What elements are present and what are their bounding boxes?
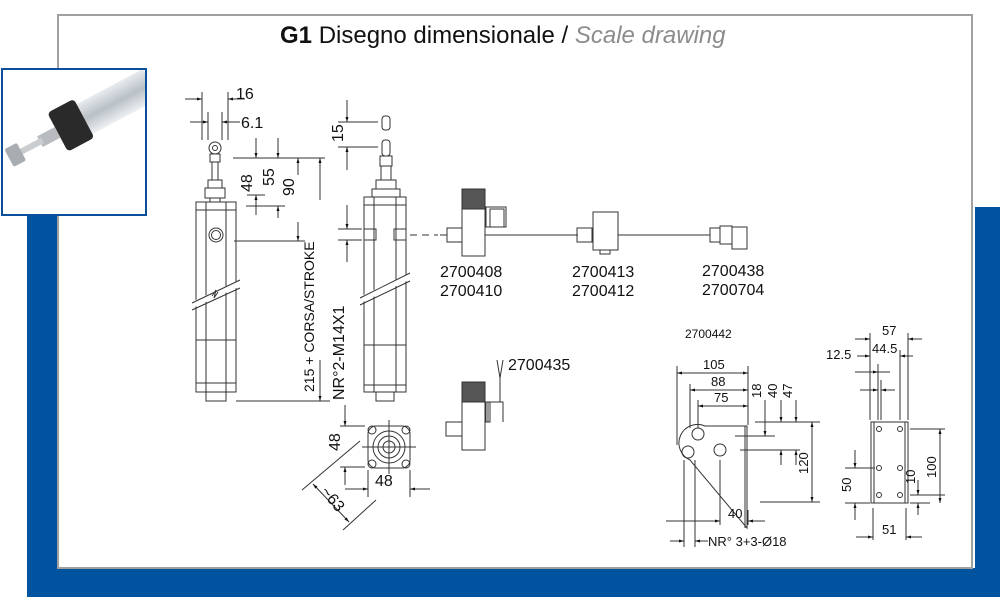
frame-bottom-bar [27,568,1000,597]
sensor1-code-a: 2700408 [440,264,502,281]
sensor3-code-b: 2700704 [702,282,764,299]
title-italian: Disegno dimensionale / [318,22,569,49]
title-english: Scale drawing [574,22,726,49]
front-dim-51: 51 [882,522,896,537]
end-dim-63: ~63 [317,484,348,516]
front-dim-10: 10 [903,470,918,484]
front-dim-57: 57 [882,323,896,338]
sensor-chain [440,188,748,451]
dim-90: 90 [281,178,298,196]
frame-left-bar [27,214,57,597]
sensor3-code-a: 2700438 [702,263,764,280]
cylinder-front-view [338,100,438,402]
bracket-dim-40h: 40 [728,506,742,521]
end-dim-48-h: 48 [375,473,393,490]
bracket-side-view [666,366,820,547]
front-dim-12-5: 12.5 [826,347,851,362]
bracket-dim-88: 88 [711,374,725,389]
dim-thread: NR°2-M14X1 [331,305,348,400]
bracket-holes-note: NR° 3+3-Ø18 [708,534,787,549]
drawing-panel [57,14,973,569]
sensor1-code-b: 2700410 [440,283,502,300]
front-dim-44-5: 44.5 [872,341,897,356]
sensor2-code-a: 2700413 [572,264,634,281]
sensor4-code: 2700435 [508,357,570,374]
end-dim-48-v: 48 [327,433,344,451]
sensor2-code-b: 2700412 [572,283,634,300]
dim-6-1: 6.1 [241,115,263,132]
bracket-front-view [845,333,945,540]
bracket-part-code: 2700442 [685,327,732,341]
dim-48: 48 [239,174,256,192]
dim-16: 16 [236,86,254,103]
end-view [301,405,430,531]
product-photo [1,68,147,216]
bracket-dim-105: 105 [703,357,725,372]
bracket-dim-47: 47 [780,384,795,398]
front-dim-100: 100 [924,456,939,478]
front-dim-50: 50 [839,478,854,492]
title-code: G1 [280,22,313,49]
bracket-dim-75: 75 [714,390,728,405]
page-title: G1 Disegno dimensionale / Scale drawing [280,22,726,50]
bracket-dim-120: 120 [796,452,811,474]
bracket-dim-18: 18 [749,384,764,398]
dim-length: 215 + CORSA/STROKE [301,241,317,392]
cylinder-side-dims [185,92,330,402]
dim-55: 55 [261,168,278,186]
actuator-photo-illustration [5,70,145,167]
dim-15: 15 [330,124,347,142]
cylinder-side-view [190,141,242,402]
frame-right-bar [975,207,1000,597]
bracket-dim-40v: 40 [765,384,780,398]
